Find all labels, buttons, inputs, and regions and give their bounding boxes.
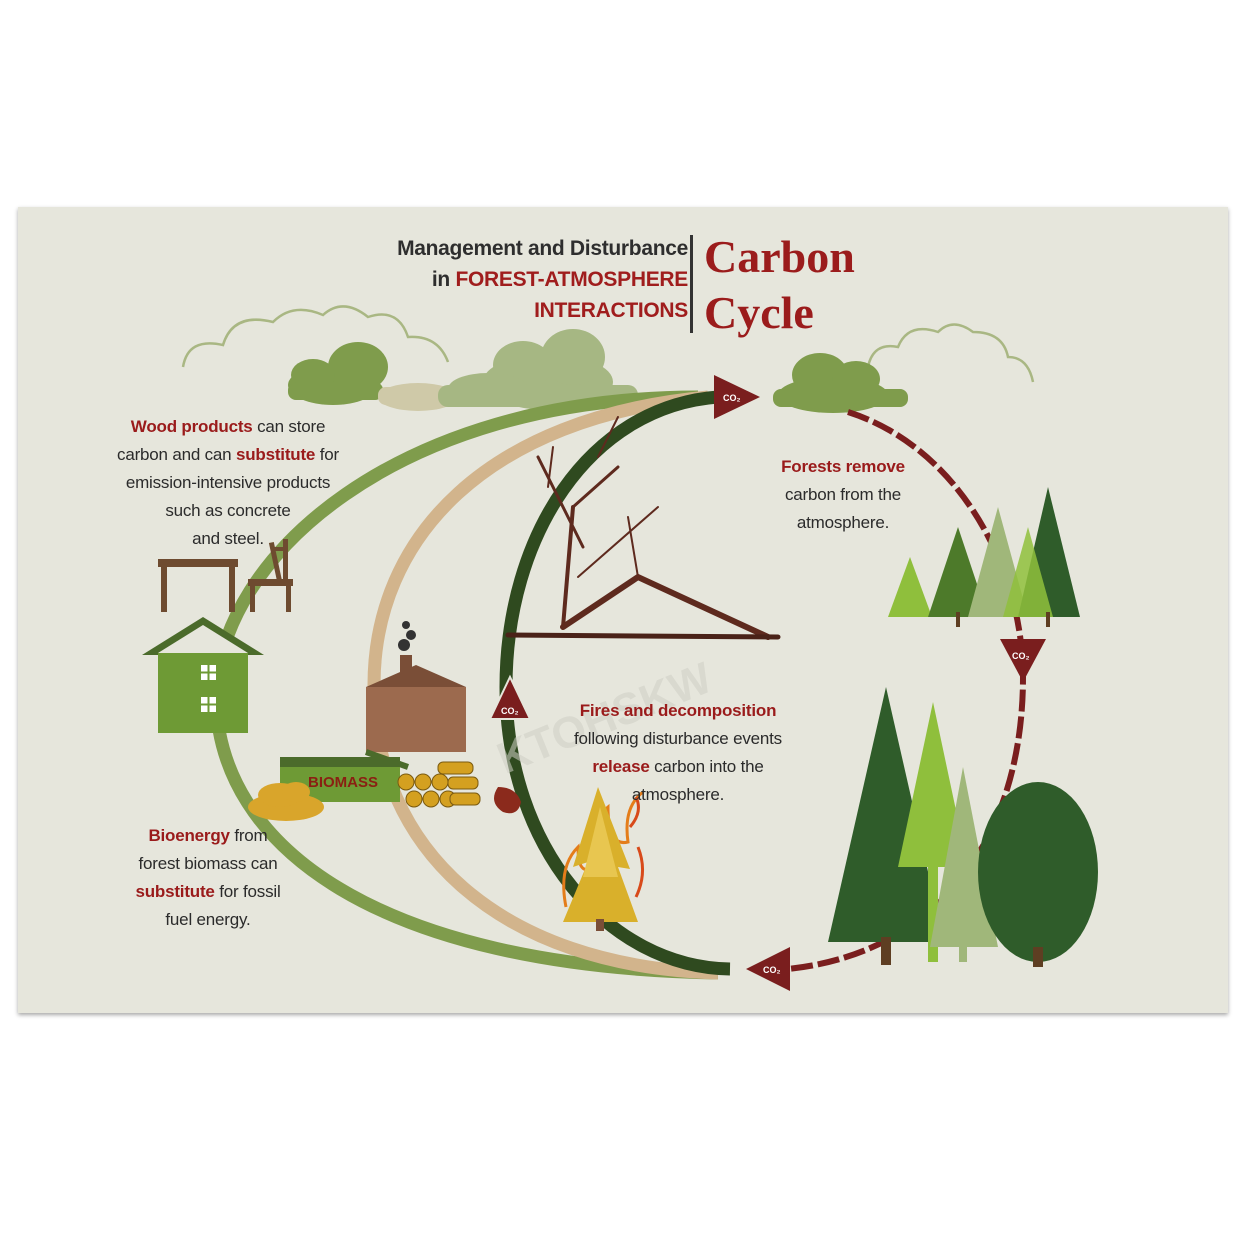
cloud-olive-left xyxy=(288,342,388,405)
forests-remove-text: Forests remove carbon from the atmospher… xyxy=(781,457,905,532)
squirrel-icon xyxy=(494,787,521,814)
young-forest-icon xyxy=(888,487,1080,627)
svg-text:CO₂: CO₂ xyxy=(1012,651,1030,661)
svg-text:CO₂: CO₂ xyxy=(501,706,519,716)
cloud-outline-right xyxy=(866,323,1035,383)
wood-products-text: Wood products can store carbon and can s… xyxy=(117,417,339,548)
poster: CO₂ CO₂ CO₂ CO₂ xyxy=(18,207,1228,1013)
burning-tree-icon xyxy=(562,787,644,931)
cloud-outline-left xyxy=(181,305,450,368)
header-divider xyxy=(690,235,693,333)
bioenergy-text: Bioenergy from forest biomass can substi… xyxy=(135,826,281,929)
chair-icon xyxy=(248,539,293,612)
subtitle-line2: in FOREST-ATMOSPHERE xyxy=(431,268,688,291)
dead-tree-icon xyxy=(505,416,781,640)
arrow-bottom-co2 xyxy=(746,947,790,991)
arrow-up-co2 xyxy=(488,674,532,720)
diagram-art: CO₂ CO₂ CO₂ CO₂ xyxy=(142,305,1098,991)
subtitle-line1: Management and Disturbance xyxy=(397,237,688,260)
svg-text:CO₂: CO₂ xyxy=(763,965,781,975)
house-icon xyxy=(142,617,264,733)
pellet-pile-icon xyxy=(248,782,324,821)
subtitle-block: Management and Disturbance in FOREST-ATM… xyxy=(358,233,688,326)
arrow-right-co2 xyxy=(1000,639,1046,682)
cloud-olive-right xyxy=(773,353,908,413)
table-icon xyxy=(158,559,238,612)
svg-text:BIOMASS: BIOMASS xyxy=(308,774,378,791)
fires-text: Fires and decomposition following distur… xyxy=(574,701,782,804)
subtitle-line3: INTERACTIONS xyxy=(534,299,688,322)
mature-forest-icon xyxy=(828,687,1098,967)
svg-text:CO₂: CO₂ xyxy=(723,393,741,403)
arrow-top-co2 xyxy=(714,375,760,419)
page-title: Carbon Cycle xyxy=(704,231,855,338)
